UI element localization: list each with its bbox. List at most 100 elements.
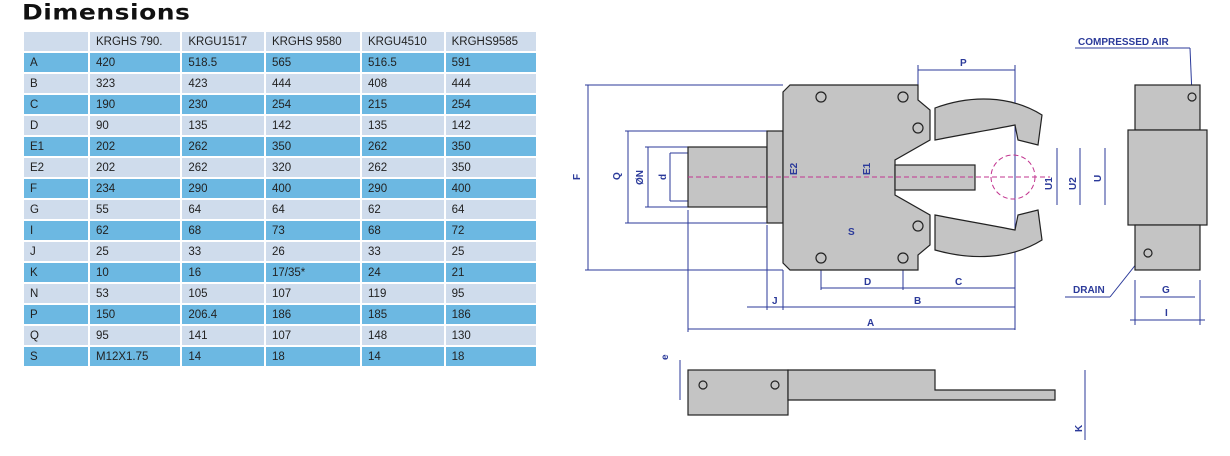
page-title: Dimensions [22, 0, 191, 25]
column-header [22, 30, 90, 53]
table-cell: 73 [263, 219, 363, 242]
table-cell: 68 [180, 219, 266, 242]
dim-label-a: A [867, 318, 874, 329]
table-cell: 290 [180, 177, 266, 200]
column-header: KRGU4510 [360, 30, 446, 53]
dim-label-i: I [1165, 308, 1168, 319]
table-cell: 350 [263, 135, 363, 158]
compressed-air-label: COMPRESSED AIR [1078, 37, 1170, 48]
table-cell: 202 [87, 135, 183, 158]
table-cell: 64 [180, 198, 266, 221]
table-cell: 190 [87, 93, 183, 116]
row-label: G [22, 198, 90, 221]
column-header: KRGHS 9580 [263, 30, 363, 53]
row-label: I [22, 219, 90, 242]
dim-label-d-dist: D [864, 277, 871, 288]
table-cell: 105 [180, 282, 266, 305]
table-cell: 186 [443, 303, 539, 326]
table-cell: 400 [263, 177, 363, 200]
table-cell: 420 [87, 51, 183, 74]
table-cell: 17/35* [263, 261, 363, 284]
table-cell: 119 [360, 282, 446, 305]
column-header: KRGHS9585 [443, 30, 539, 53]
table-cell: 55 [87, 198, 183, 221]
dim-label-j: J [772, 296, 778, 307]
dim-label-f: F [572, 174, 583, 180]
gripper-side-view [1127, 84, 1208, 271]
table-cell: 95 [87, 324, 183, 347]
table-cell: 350 [443, 156, 539, 179]
table-cell: 408 [360, 72, 446, 95]
table-cell: 423 [180, 72, 266, 95]
table-cell: 206.4 [180, 303, 266, 326]
dim-label-b: B [914, 296, 921, 307]
table-cell: 262 [360, 135, 446, 158]
table-cell: 254 [443, 93, 539, 116]
dim-label-k: K [1074, 424, 1085, 432]
row-label: C [22, 93, 90, 116]
table-cell: 444 [443, 72, 539, 95]
table-cell: 72 [443, 219, 539, 242]
row-label: N [22, 282, 90, 305]
table-cell: 142 [443, 114, 539, 137]
table-cell: 33 [360, 240, 446, 263]
row-label: B [22, 72, 90, 95]
table-cell: 25 [443, 240, 539, 263]
table-cell: 107 [263, 324, 363, 347]
table-cell: 518.5 [180, 51, 266, 74]
dim-label-c: C [955, 277, 962, 288]
table-cell: 18 [263, 345, 363, 368]
row-label: D [22, 114, 90, 137]
table-cell: 62 [360, 198, 446, 221]
table-cell: 230 [180, 93, 266, 116]
table-cell: 26 [263, 240, 363, 263]
dim-label-q: Q [612, 172, 623, 180]
table-cell: 141 [180, 324, 266, 347]
dim-label-e1: E1 [862, 162, 873, 175]
table-cell: 565 [263, 51, 363, 74]
dim-label-e2: E2 [789, 162, 800, 175]
row-label: J [22, 240, 90, 263]
table-cell: 135 [360, 114, 446, 137]
table-cell: 186 [263, 303, 363, 326]
table-cell: 68 [360, 219, 446, 242]
table-cell: 262 [180, 135, 266, 158]
table-cell: 14 [180, 345, 266, 368]
gripper-bottom-view [687, 369, 1056, 416]
table-cell: 444 [263, 72, 363, 95]
table-cell: 18 [443, 345, 539, 368]
table-cell: 33 [180, 240, 266, 263]
dim-label-d: d [658, 174, 669, 180]
table-cell: 202 [87, 156, 183, 179]
table-cell: 24 [360, 261, 446, 284]
table-cell: 350 [443, 135, 539, 158]
dim-label-n: ØN [635, 170, 646, 185]
row-label: K [22, 261, 90, 284]
table-cell: M12X1.75 [87, 345, 183, 368]
table-cell: 323 [87, 72, 183, 95]
dim-label-u1: U1 [1044, 177, 1055, 190]
table-cell: 16 [180, 261, 266, 284]
table-cell: 234 [87, 177, 183, 200]
table-cell: 135 [180, 114, 266, 137]
table-cell: 591 [443, 51, 539, 74]
table-cell: 148 [360, 324, 446, 347]
dim-label-g: G [1162, 285, 1170, 296]
table-cell: 95 [443, 282, 539, 305]
table-cell: 185 [360, 303, 446, 326]
table-cell: 64 [443, 198, 539, 221]
dim-label-p: P [960, 58, 967, 69]
